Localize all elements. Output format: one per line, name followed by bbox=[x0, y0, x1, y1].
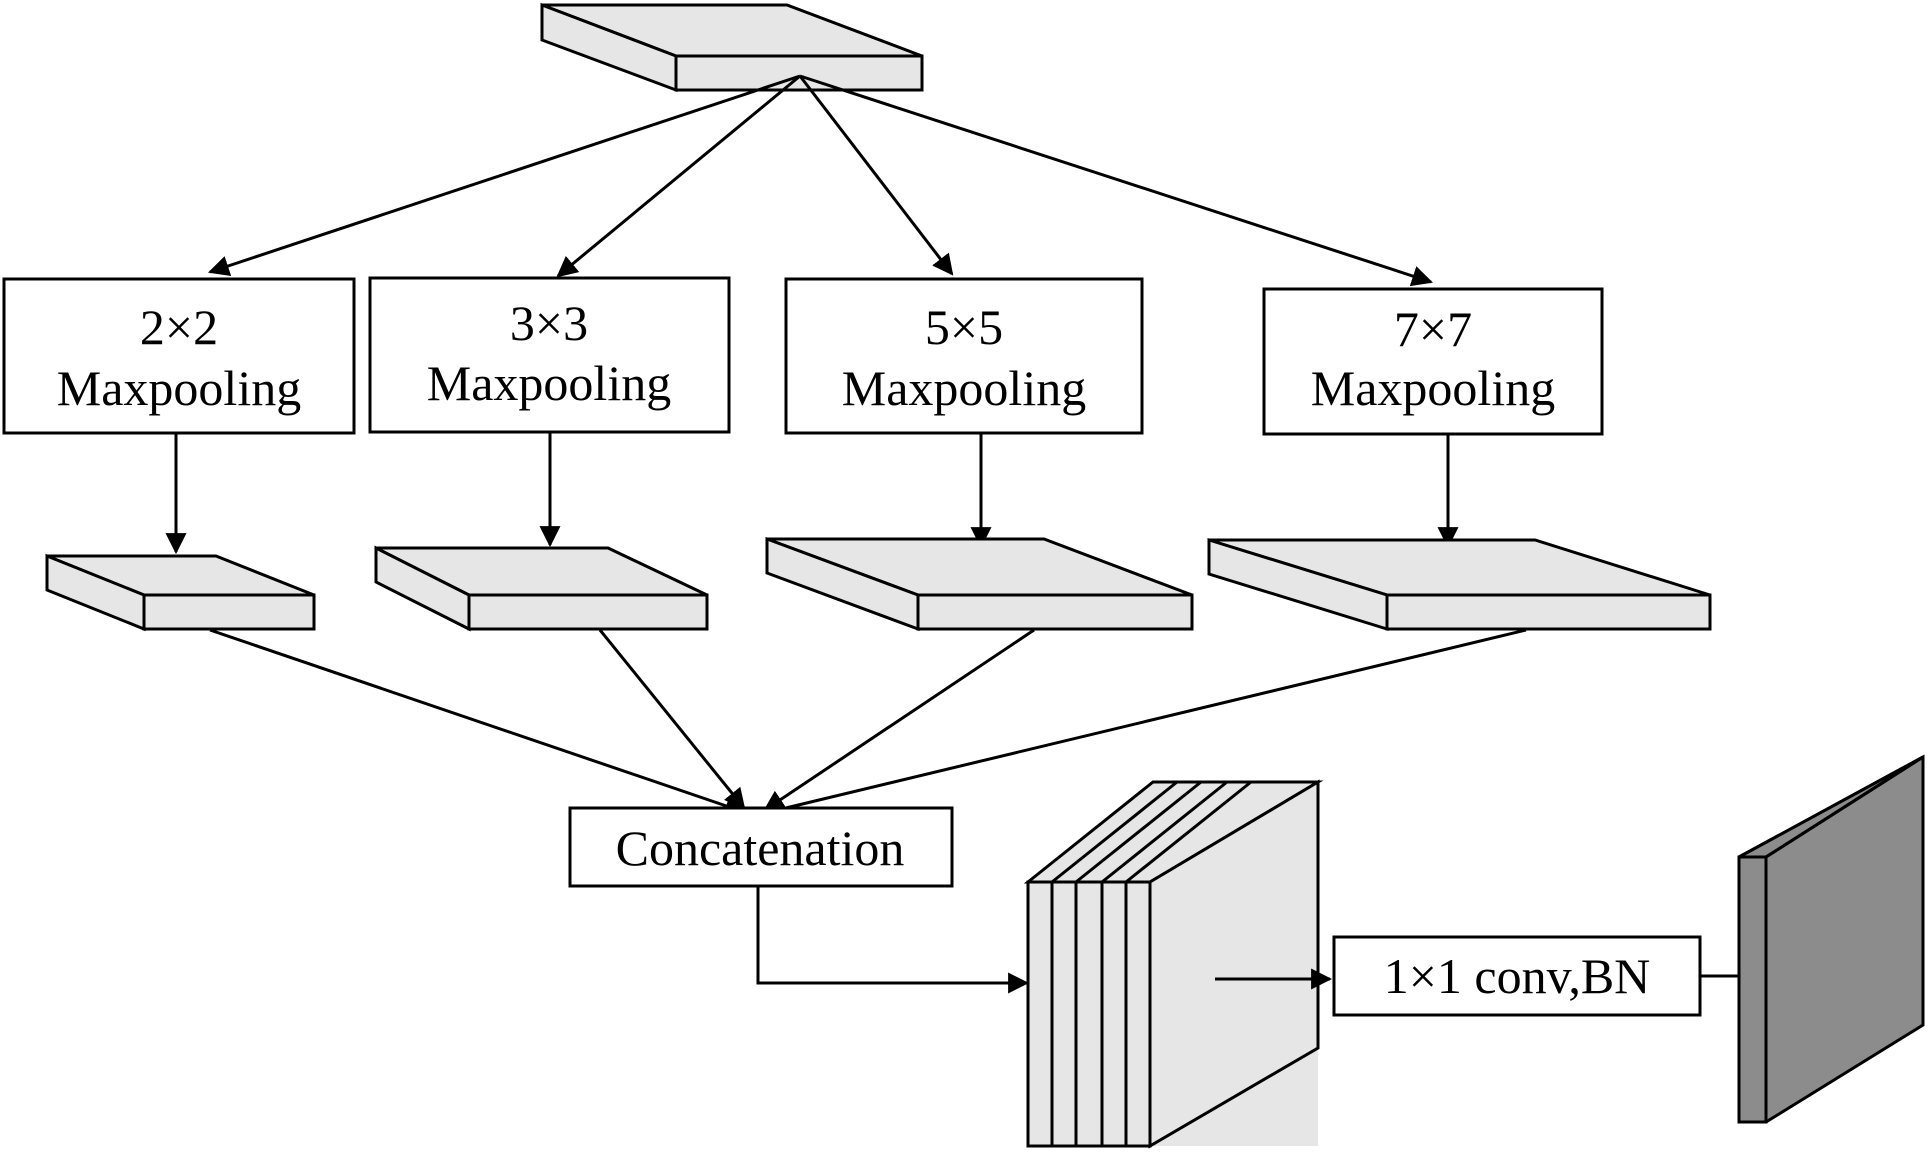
arrow-concat-from-5x5 bbox=[763, 628, 1035, 812]
input-to-pool-arrows bbox=[208, 74, 1433, 287]
output-feature-map bbox=[1737, 754, 1925, 1124]
slab-to-concat-arrows bbox=[209, 628, 1527, 819]
pool-box-3x3: 3×3 Maxpooling bbox=[368, 276, 731, 434]
arrow-concat-from-7x7 bbox=[762, 628, 1527, 819]
pooled-map-5x5 bbox=[765, 536, 1194, 632]
concatenation-label: Concatenation bbox=[616, 820, 905, 876]
pool-size-label: 7×7 bbox=[1394, 301, 1472, 357]
pooled-map-3x3 bbox=[374, 545, 709, 632]
arrow-to-pool-7x7 bbox=[799, 74, 1433, 287]
pool-size-label: 5×5 bbox=[925, 299, 1003, 355]
conv-bn-label: 1×1 conv,BN bbox=[1384, 948, 1651, 1004]
concatenation-box: Concatenation bbox=[568, 806, 954, 888]
arrow-to-pool-3x3 bbox=[556, 74, 801, 278]
pooled-map-7x7 bbox=[1207, 537, 1712, 632]
conv-bn-box: 1×1 conv,BN bbox=[1332, 935, 1702, 1017]
pool-box-5x5: 5×5 Maxpooling bbox=[784, 277, 1144, 435]
pool-op-label: Maxpooling bbox=[427, 355, 671, 411]
input-feature-map bbox=[540, 2, 924, 93]
arrow-concat-from-3x3 bbox=[598, 629, 746, 810]
concatenated-feature-stack bbox=[1023, 779, 1324, 1149]
arrow-concat-to-stack bbox=[756, 887, 1030, 994]
pooled-map-2x2 bbox=[45, 553, 316, 632]
arrow-concat-from-2x2 bbox=[209, 628, 746, 816]
pool-size-label: 2×2 bbox=[140, 299, 218, 355]
pool-box-2x2: 2×2 Maxpooling bbox=[2, 277, 356, 435]
pool-to-slab-arrows bbox=[165, 433, 1459, 555]
arrow-to-pool-5x5 bbox=[798, 75, 954, 276]
pool-size-label: 3×3 bbox=[510, 295, 588, 351]
pool-op-label: Maxpooling bbox=[1311, 360, 1555, 416]
pool-box-7x7: 7×7 Maxpooling bbox=[1262, 287, 1604, 436]
arrow-to-pool-2x2 bbox=[208, 74, 801, 277]
pool-op-label: Maxpooling bbox=[57, 360, 301, 416]
pool-op-label: Maxpooling bbox=[842, 360, 1086, 416]
